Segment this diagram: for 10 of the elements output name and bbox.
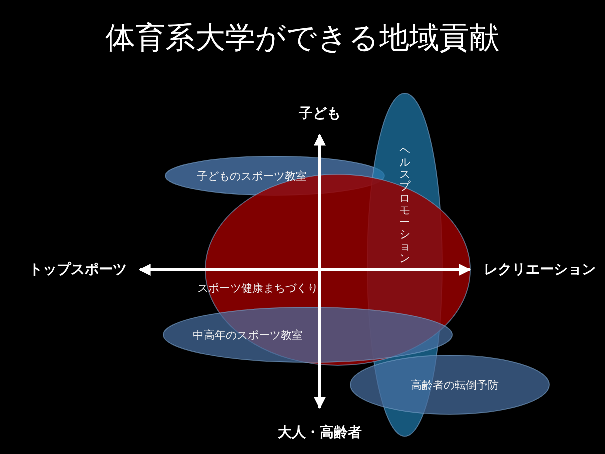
axis-label: 子ども — [299, 105, 341, 123]
region-label: ヘルスプロモーション — [400, 144, 410, 266]
axis-label: レクリエーション — [484, 261, 596, 279]
region-label: スポーツ健康まちづくり — [198, 280, 318, 296]
diagram-title: 体育系大学ができる地域貢献 — [104, 20, 500, 58]
axis-label: トップスポーツ — [29, 261, 127, 279]
region-label: 高齢者の転倒予防 — [411, 378, 499, 392]
region-label: 子どものスポーツ教室 — [197, 168, 307, 184]
axis-label: 大人・高齢者 — [278, 424, 362, 442]
region-label: 中高年のスポーツ教室 — [193, 328, 303, 342]
